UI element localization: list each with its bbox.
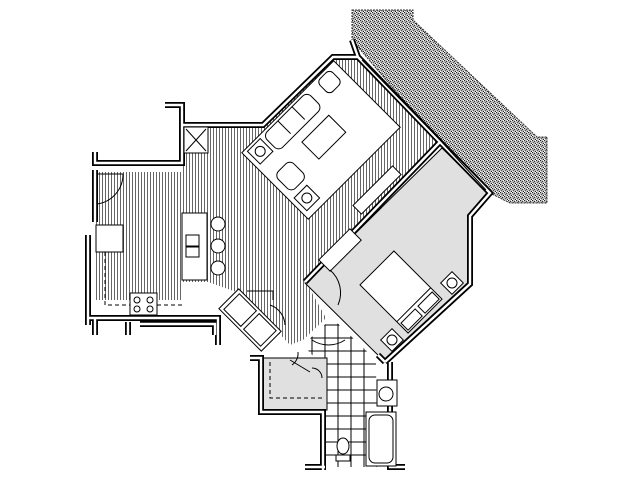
laundry-door: [247, 290, 274, 300]
bathroom-floor: [303, 318, 377, 467]
washer-dryer-icon: [218, 288, 282, 352]
door-swing-icon: [96, 173, 124, 205]
toilet-tank: [335, 454, 351, 462]
coffee-table-icon: [301, 114, 347, 160]
armchair-icon: [318, 70, 341, 94]
sink-icon-2: [185, 246, 200, 258]
closet-floor: [259, 357, 328, 411]
door-swing-icon: [329, 269, 342, 306]
dresser: [318, 228, 362, 272]
sink-icon: [378, 386, 394, 402]
nightstand-icon: [379, 327, 405, 353]
counter-edge: [104, 252, 182, 306]
closet-shelf: [269, 362, 325, 399]
lamp-icon: [246, 137, 274, 165]
walls: [85, 39, 495, 470]
stool-icon: [210, 238, 226, 254]
armchair-icon: [276, 161, 305, 191]
sofa-icon: [265, 93, 321, 150]
media-console: [352, 165, 402, 215]
lamp-icon: [293, 184, 321, 212]
door-swing-icon: [269, 304, 323, 379]
bathtub-basin: [368, 414, 394, 464]
pantry-x-mark: [185, 128, 207, 152]
nightstand-icon: [439, 270, 465, 296]
door-swing-icon: [311, 339, 346, 346]
refrigerator-icon: [95, 224, 124, 253]
toilet-icon: [336, 437, 350, 455]
stove-icon: [129, 292, 158, 316]
stool-icon: [210, 260, 226, 276]
bed-icon: [359, 250, 443, 334]
sink-icon: [185, 234, 200, 247]
stool-icon: [210, 216, 226, 232]
living-room-furniture: [241, 60, 401, 220]
